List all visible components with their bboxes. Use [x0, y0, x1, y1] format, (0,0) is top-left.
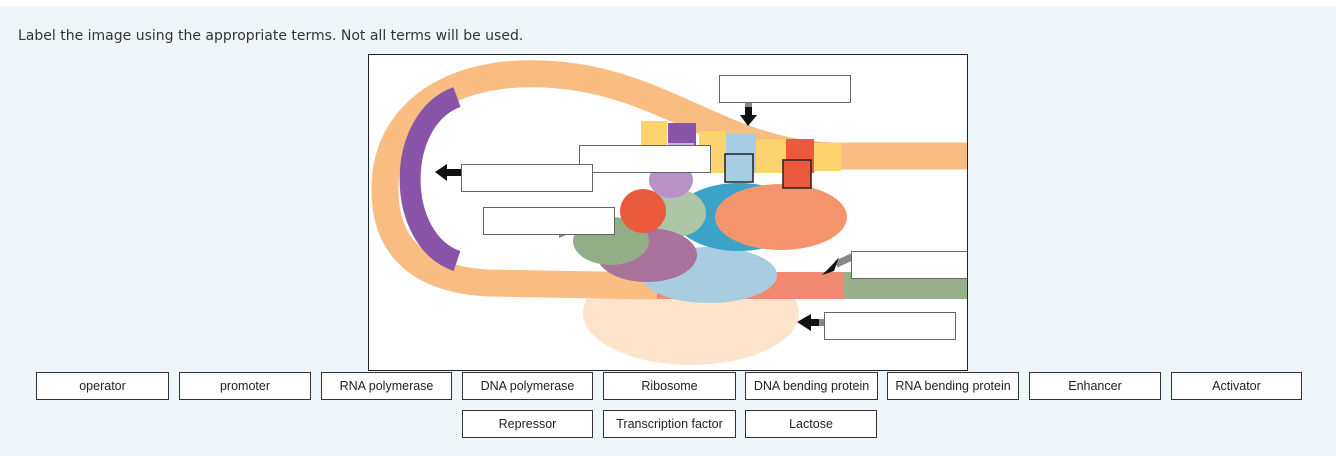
- transcription-diagram: [368, 54, 968, 371]
- term-rna-bending-protein[interactable]: RNA bending protein: [887, 372, 1019, 400]
- drop-target-5[interactable]: [851, 251, 967, 279]
- term-dna-bending-protein[interactable]: DNA bending protein: [745, 372, 878, 400]
- term-ribosome[interactable]: Ribosome: [603, 372, 736, 400]
- activator-blob: [715, 184, 847, 250]
- term-dna-polymerase[interactable]: DNA polymerase: [462, 372, 593, 400]
- term-promoter[interactable]: promoter: [179, 372, 311, 400]
- term-repressor[interactable]: Repressor: [462, 410, 593, 438]
- contact-square-blue: [724, 153, 754, 183]
- enhancer-region: [399, 87, 462, 271]
- arrow-down-left-icon: [822, 253, 854, 275]
- drop-target-1[interactable]: [719, 75, 851, 103]
- dna-strand: [371, 60, 967, 300]
- drop-target-4[interactable]: [483, 207, 615, 235]
- term-activator[interactable]: Activator: [1171, 372, 1302, 400]
- dna-segment-yellow-4: [814, 143, 841, 171]
- drop-target-3[interactable]: [461, 164, 593, 192]
- factor-red: [620, 189, 666, 233]
- term-operator[interactable]: operator: [36, 372, 169, 400]
- term-rna-polymerase[interactable]: RNA polymerase: [321, 372, 452, 400]
- drop-target-6[interactable]: [824, 312, 956, 340]
- term-enhancer[interactable]: Enhancer: [1029, 372, 1161, 400]
- term-transcription-factor[interactable]: Transcription factor: [603, 410, 736, 438]
- question-panel: Label the image using the appropriate te…: [0, 6, 1336, 456]
- drop-target-2[interactable]: [579, 145, 711, 173]
- instructions-text: Label the image using the appropriate te…: [18, 28, 524, 44]
- dna-segment-yellow-3: [756, 139, 786, 173]
- term-lactose[interactable]: Lactose: [745, 410, 877, 438]
- contact-square-red: [782, 159, 812, 189]
